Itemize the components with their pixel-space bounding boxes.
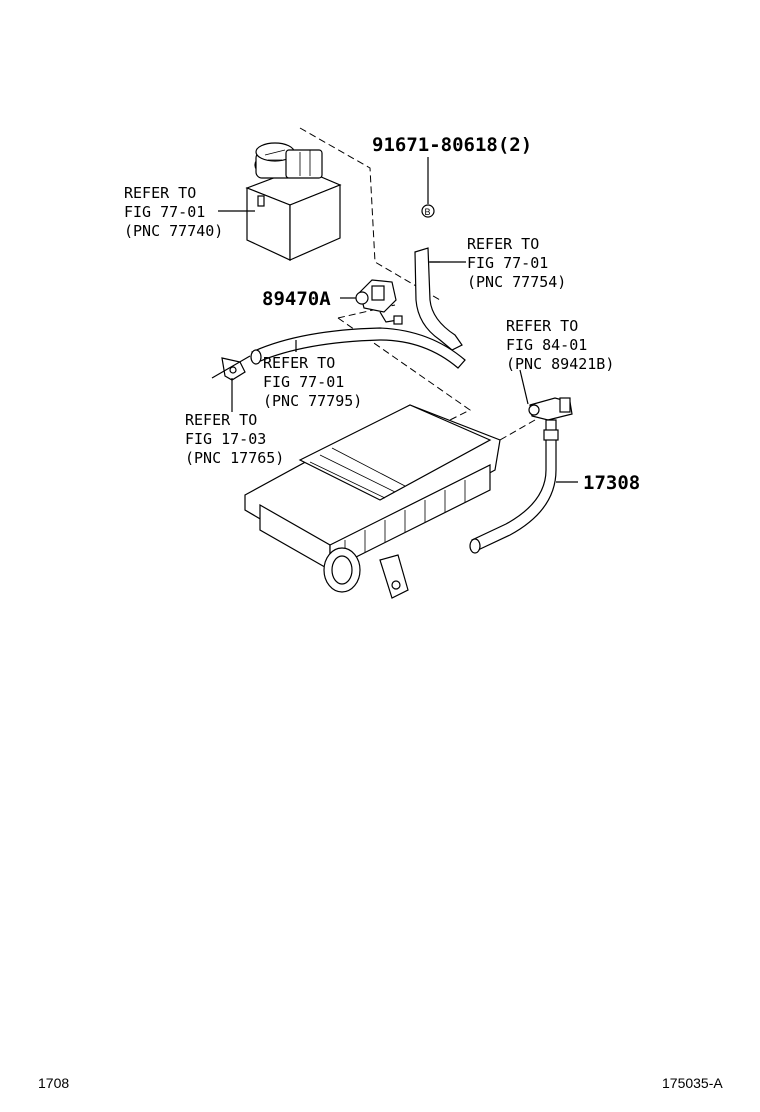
callout-hose-77795: REFER TO FIG 77-01 (PNC 77795) [263,354,362,410]
callout-sensor-line3: (PNC 89421B) [506,355,614,373]
callout-canister-line2: FIG 77-01 [124,203,205,221]
air-cleaner-case[interactable] [244,404,501,599]
charcoal-canister[interactable] [245,142,342,261]
part-number-vsv: 89470A [262,288,331,310]
vsv-valve[interactable] [355,279,403,325]
callout-sensor-89421b: REFER TO FIG 84-01 (PNC 89421B) [506,317,614,373]
callout-bracket-line2: FIG 17-03 [185,430,266,448]
callout-bracket-line1: REFER TO [185,411,257,429]
part-number-bolt: 91671-80618(2) [372,134,532,156]
page-number: 1708 [38,1075,69,1091]
callout-sensor-line1: REFER TO [506,317,578,335]
illustration-number: 175035-A [662,1075,723,1091]
callout-hose-77795-line1: REFER TO [263,354,335,372]
hose-17308[interactable] [469,419,559,554]
bolt-marker: B [421,204,435,218]
part-number-hose: 17308 [583,472,640,494]
callout-hose-77754-line2: FIG 77-01 [467,254,548,272]
callout-hose-77795-line3: (PNC 77795) [263,392,362,410]
callout-bracket-17765: REFER TO FIG 17-03 (PNC 17765) [185,411,284,467]
callout-canister: REFER TO FIG 77-01 (PNC 77740) [124,184,223,240]
bracket-17765[interactable] [211,355,251,381]
callout-bracket-line3: (PNC 17765) [185,449,284,467]
pressure-sensor[interactable] [528,397,573,421]
callout-canister-line1: REFER TO [124,184,196,202]
callout-hose-77795-line2: FIG 77-01 [263,373,344,391]
bolt-marker-letter: B [425,207,431,217]
callout-sensor-line2: FIG 84-01 [506,336,587,354]
callout-canister-line3: (PNC 77740) [124,222,223,240]
leader-lines [218,157,578,483]
callout-hose-77754: REFER TO FIG 77-01 (PNC 77754) [467,235,566,291]
callout-hose-77754-line1: REFER TO [467,235,539,253]
hose-77795[interactable] [250,327,466,369]
callout-hose-77754-line3: (PNC 77754) [467,273,566,291]
